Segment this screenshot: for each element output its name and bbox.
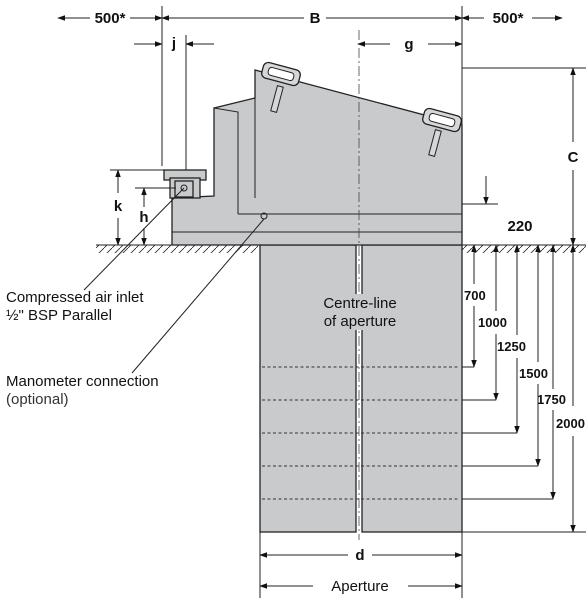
depth-1750-label: 1750 [537,392,566,407]
depth-1250-label: 1250 [497,339,526,354]
220-label: 220 [507,218,532,235]
depth-1000-label: 1000 [478,315,507,330]
h-label: h [139,209,148,226]
width-b-label: B [310,10,321,27]
manometer-label: Manometer connection [6,373,159,390]
depth-700-label: 700 [464,288,486,303]
c-dimension: C [462,67,586,246]
depth-1500-label: 1500 [519,366,548,381]
220-dimension: 220 [462,176,533,235]
c-label: C [568,149,579,166]
lid-handle-left-icon [261,61,301,113]
g-dimension: g [357,36,463,53]
clearance-left-label: 500* [95,10,126,27]
depth-2000-label: 2000 [556,416,585,431]
depth-dimensions: 700 1000 1250 1500 1750 2000 [462,244,586,533]
lid-handle-right-icon [422,107,462,157]
g-label: g [404,36,413,53]
callouts: Compressed air inlet ½" BSP Parallel Man… [6,187,265,408]
air-inlet-label: Compressed air inlet [6,289,144,306]
k-label: k [114,198,123,215]
k-h-dimensions: k h [110,169,176,246]
j-dimension: j [134,35,214,172]
manometer-optional: (optional) [6,391,69,408]
centre-line-label: Centre-line of aperture [310,294,410,330]
aperture-label: Aperture [331,578,389,595]
j-label: j [171,35,176,52]
bottom-dimensions: d Aperture [259,532,463,598]
svg-text:of aperture: of aperture [324,313,397,330]
clearance-right-label: 500* [493,10,524,27]
sifter-machine [163,61,463,246]
pit [259,244,463,533]
d-label: d [355,547,364,564]
svg-text:Centre-line: Centre-line [323,295,396,312]
air-inlet-spec: ½" BSP Parallel [6,307,112,324]
